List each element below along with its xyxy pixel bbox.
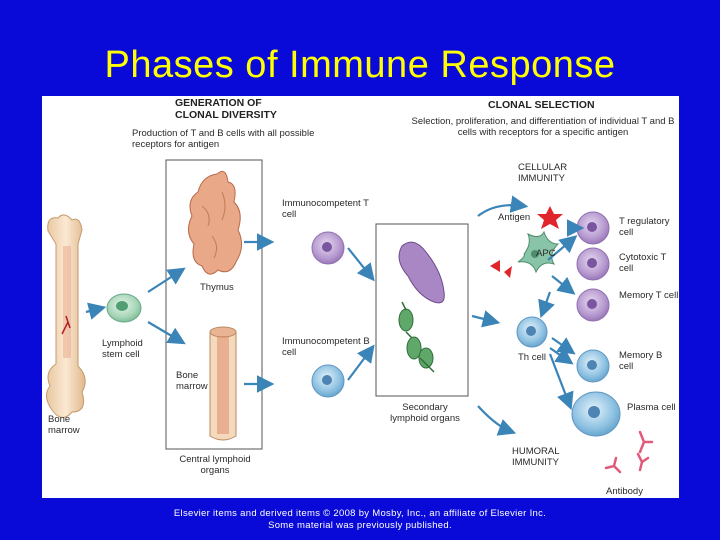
- bone-marrow-section: [209, 326, 237, 441]
- memory-b-label: Memory B cell: [619, 350, 663, 372]
- imm-t-cell-label: Immunocompetent T cell: [282, 198, 369, 220]
- apc-label: APC: [536, 248, 556, 259]
- bone-marrow-label: Bone marrow: [48, 414, 80, 436]
- lymphoid-stem-cell-label: Lymphoid stem cell: [102, 338, 143, 360]
- bone-marrow-inner-label: Bone marrow: [176, 370, 208, 392]
- antigen-label: Antigen: [498, 212, 531, 223]
- diagram-panel: GENERATION OF CLONAL DIVERSITY Productio…: [42, 96, 679, 498]
- thymus-organ: [188, 170, 242, 275]
- central-lymphoid-label: Central lymphoid organs: [179, 454, 251, 476]
- footer-copyright: Elsevier items and derived items © 2008 …: [173, 508, 547, 519]
- memory-t-label: Memory T cell: [619, 290, 679, 301]
- diagram-artwork: [46, 159, 654, 474]
- imm-b-cell-label: Immunocompetent B cell: [282, 336, 370, 358]
- generation-desc: Production of T and B cells with all pos…: [132, 128, 315, 150]
- footer-note: Some material was previously published.: [268, 520, 452, 531]
- plasma-cell-label: Plasma cell: [627, 402, 676, 413]
- slide-title: Phases of Immune Response: [104, 44, 616, 86]
- secondary-lymphoid-label: Secondary lymphoid organs: [390, 402, 460, 424]
- clonal-desc: Selection, proliferation, and differenti…: [411, 116, 675, 138]
- clonal-header: CLONAL SELECTION: [488, 99, 595, 111]
- th-cell-label: Th cell: [518, 352, 546, 363]
- generation-header: GENERATION OF CLONAL DIVERSITY: [175, 97, 277, 121]
- t-regulatory-label: T regulatory cell: [619, 216, 670, 238]
- humoral-immunity-label: HUMORAL IMMUNITY: [512, 446, 560, 468]
- cellular-immunity-label: CELLULAR IMMUNITY: [518, 162, 568, 184]
- antibody-label: Antibody: [606, 486, 643, 497]
- femur-bone: [46, 214, 86, 418]
- cytotoxic-label: Cytotoxic T cell: [619, 252, 667, 274]
- thymus-label: Thymus: [200, 282, 234, 293]
